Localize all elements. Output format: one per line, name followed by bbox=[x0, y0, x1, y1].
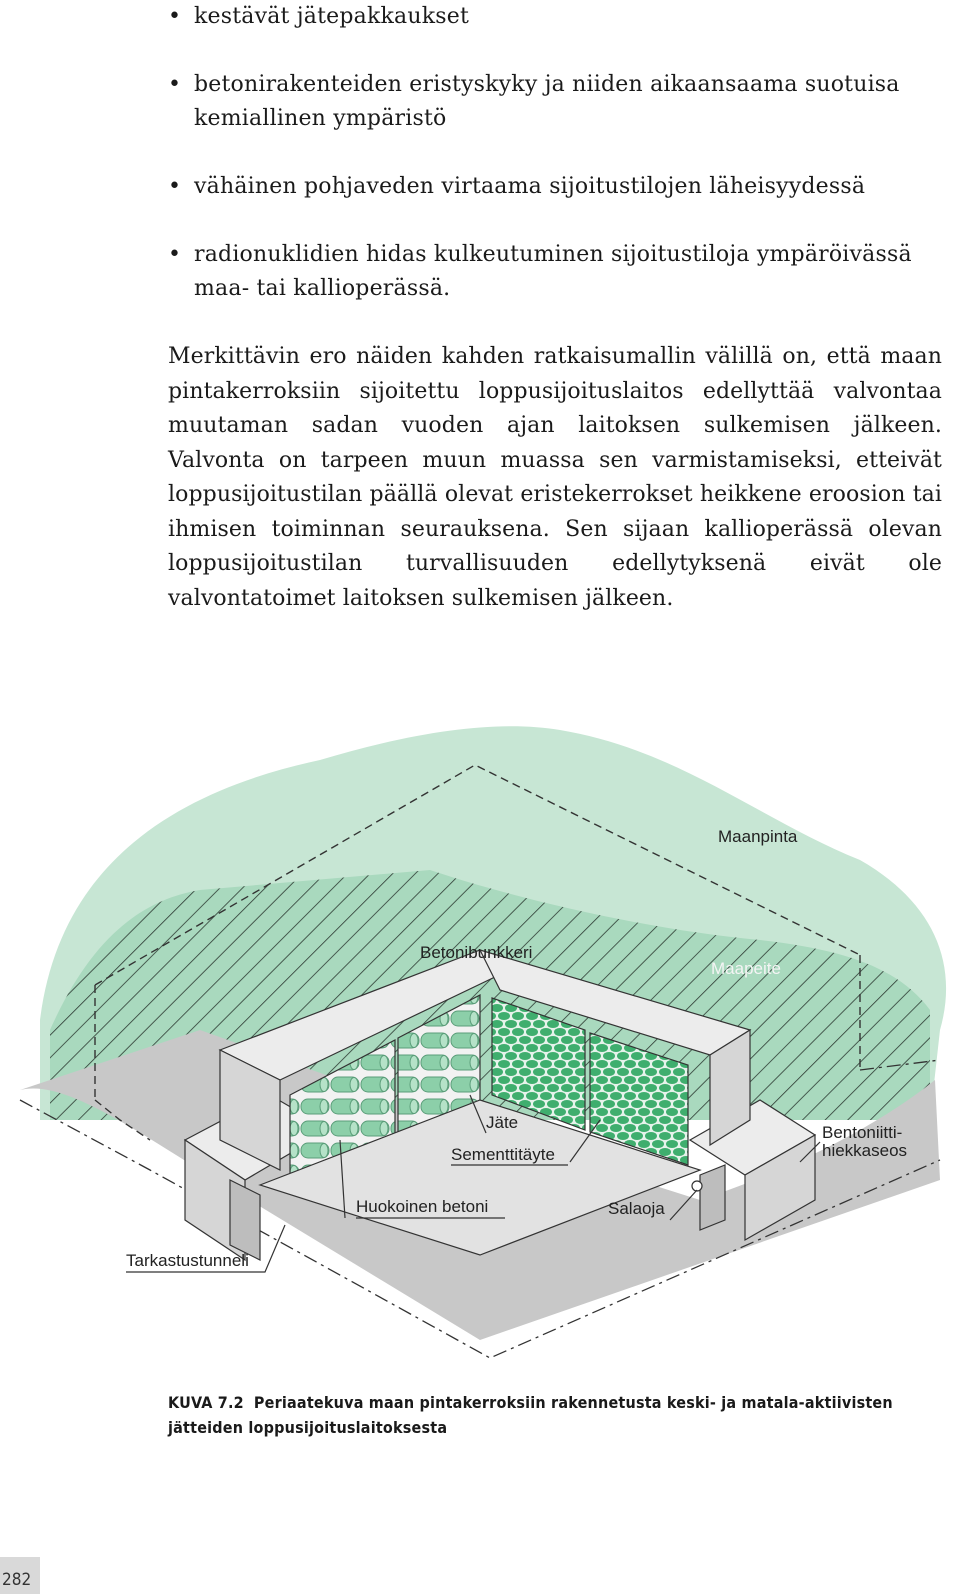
body-paragraph: Merkittävin ero näiden kahden ratkaisuma… bbox=[168, 340, 942, 616]
label-sementtitayte: Sementtitäyte bbox=[451, 1145, 555, 1164]
label-betonibunkkeri: Betonibunkkeri bbox=[420, 943, 532, 962]
label-bentoniitti-1: Bentoniitti- bbox=[822, 1123, 902, 1142]
bullet-item: betonirakenteiden eristyskyky ja niiden … bbox=[168, 68, 948, 136]
label-tarkastustunneli: Tarkastustunneli bbox=[126, 1251, 249, 1270]
label-huokoinen-betoni: Huokoinen betoni bbox=[356, 1197, 488, 1216]
disposal-facility-diagram: Maanpinta Betonibunkkeri Maapeite Jäte S… bbox=[0, 700, 960, 1380]
figure-illustration: Maanpinta Betonibunkkeri Maapeite Jäte S… bbox=[0, 700, 960, 1380]
caption-number: KUVA 7.2 bbox=[168, 1393, 244, 1412]
label-salaoja: Salaoja bbox=[608, 1199, 665, 1218]
label-maapeite: Maapeite bbox=[711, 959, 781, 978]
label-jate: Jäte bbox=[486, 1113, 518, 1132]
bullet-item: kestävät jätepakkaukset bbox=[168, 0, 948, 34]
label-maanpinta: Maanpinta bbox=[718, 827, 798, 846]
bullet-item: radionuklidien hidas kulkeutuminen sijoi… bbox=[168, 238, 948, 306]
page-number: 282 bbox=[2, 1570, 31, 1590]
label-bentoniitti-2: hiekkaseos bbox=[822, 1141, 907, 1160]
bullet-list: kestävät jätepakkaukset betonirakenteide… bbox=[168, 0, 948, 340]
bullet-item: vähäinen pohjaveden virtaama sijoitustil… bbox=[168, 170, 948, 204]
caption-text: Periaatekuva maan pintakerroksiin rakenn… bbox=[168, 1393, 893, 1437]
